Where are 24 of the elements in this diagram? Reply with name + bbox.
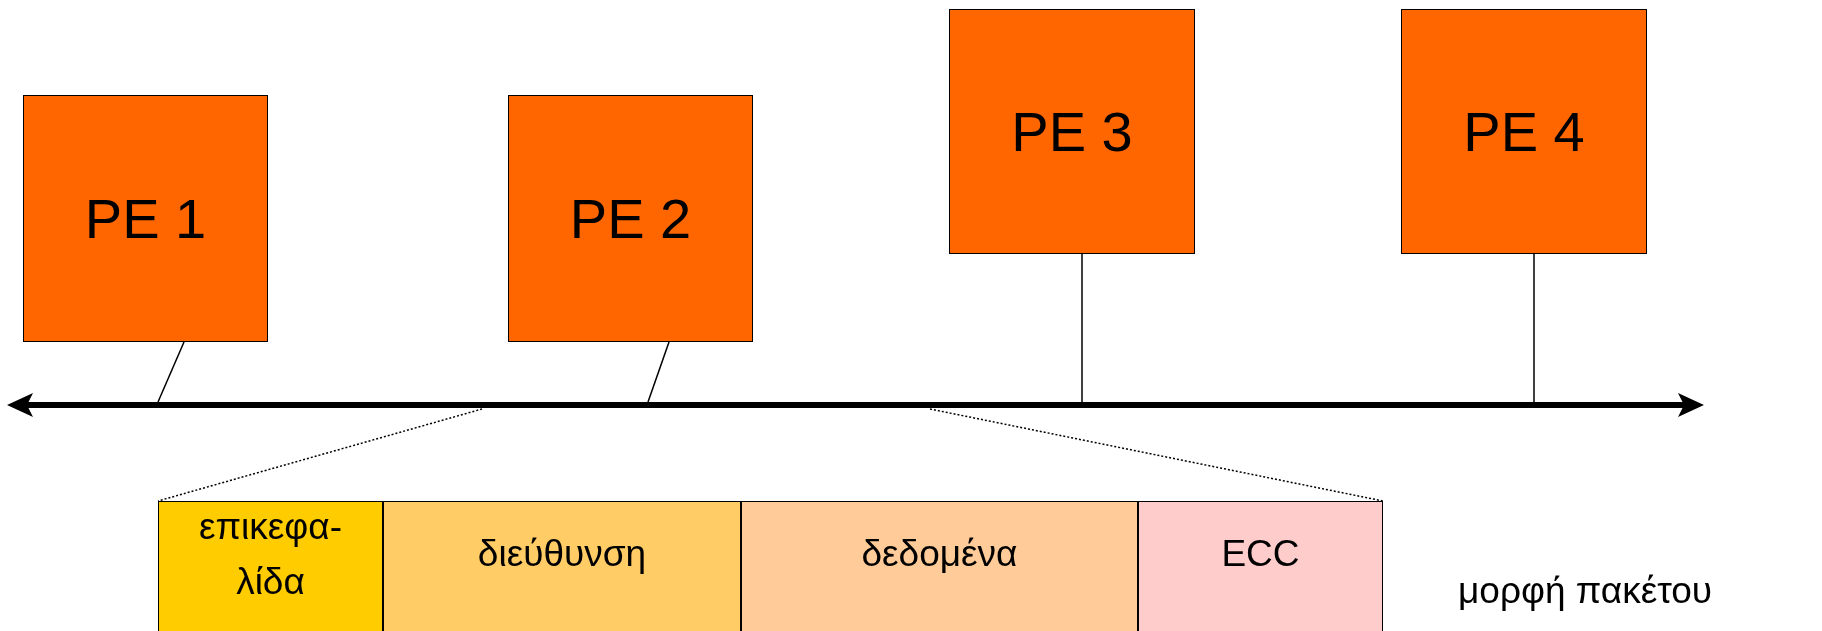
packet-field [1138, 501, 1383, 631]
element-label: PE 3 [1011, 99, 1133, 164]
processing-element-box [1401, 9, 1647, 254]
connector-line [1081, 253, 1083, 403]
connector-line [157, 341, 185, 403]
element-label: PE 2 [569, 186, 692, 251]
dotted-line [157, 408, 483, 502]
connector-line [647, 341, 670, 403]
field-label: διεύθυνση [477, 532, 647, 577]
element-label: PE 1 [84, 186, 207, 251]
field-label: δεδομένα [861, 532, 1018, 577]
processing-element-box [508, 95, 753, 342]
bus-double-arrow [7, 393, 1704, 417]
processing-element-box [949, 9, 1195, 254]
packet-field [741, 501, 1138, 631]
dotted-line [929, 408, 1384, 502]
field-label: ECC [1221, 532, 1300, 577]
packet-field [158, 501, 383, 631]
packet-field [383, 501, 741, 631]
element-label: PE 4 [1463, 99, 1585, 164]
processing-element-box [23, 95, 268, 342]
caption-label: μορφή πακέτου [1458, 570, 1713, 612]
field-label: επικεφα-λίδα [198, 504, 343, 604]
connector-line [1533, 253, 1535, 403]
